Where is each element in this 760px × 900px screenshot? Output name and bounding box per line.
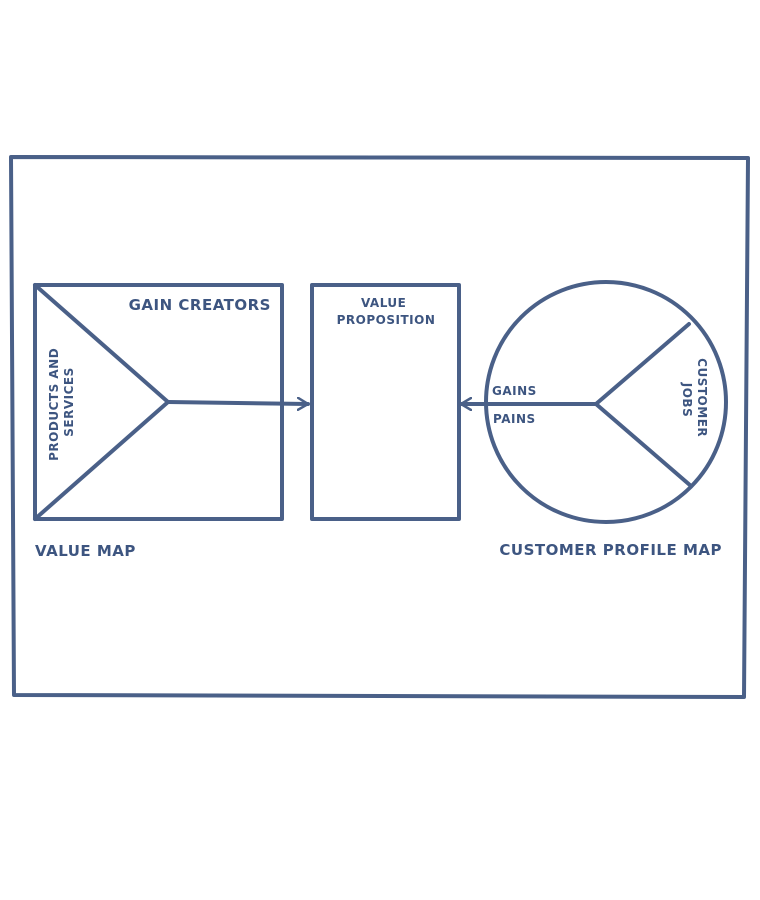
outer-frame	[9, 155, 750, 699]
value-proposition-box	[310, 283, 461, 521]
customer-profile-line-bottom	[594, 402, 693, 488]
products-services-label: PRODUCTS AND SERVICES	[47, 343, 76, 461]
gains-label: GAINS	[492, 384, 537, 398]
customer-jobs-label: CUSTOMER JOBS	[680, 358, 709, 442]
value-map-arrow	[166, 402, 310, 404]
value-proposition-label: VALUE PROPOSITION	[337, 296, 436, 327]
customer-profile-map-label: CUSTOMER PROFILE MAP	[499, 541, 722, 559]
value-map-label: VALUE MAP	[35, 542, 136, 560]
value-map-diagonal-top	[33, 283, 170, 404]
gain-creators-label: GAIN CREATORS	[129, 296, 271, 314]
value-map-diagonal-bottom	[33, 400, 170, 521]
pains-label: PAINS	[493, 412, 536, 426]
customer-profile-line-top	[594, 322, 691, 406]
